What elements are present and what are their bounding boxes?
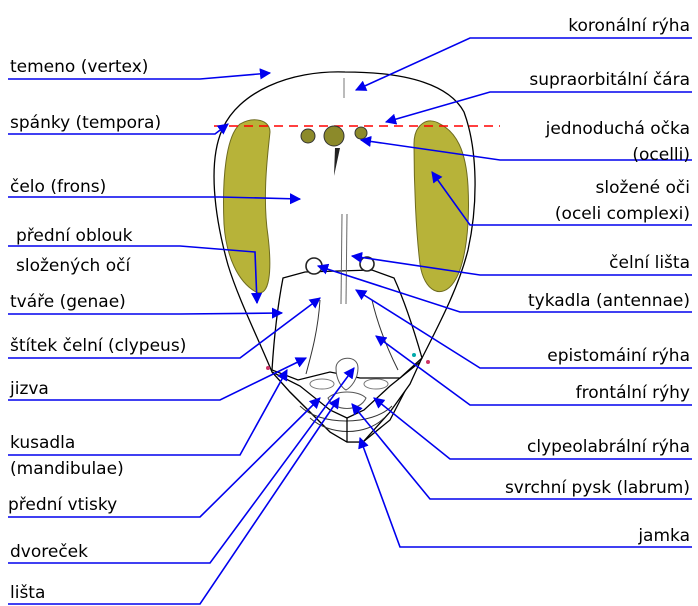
label-tykadla: tykadla (antennae) [528, 291, 690, 311]
label-celni-lista: čelní lišta [609, 253, 690, 273]
label-jamka: jamka [637, 526, 690, 546]
label-supraorbitalni: supraorbitální čára [529, 70, 690, 90]
right-ocellus [355, 127, 367, 139]
label-clypeolabralni: clypeolabrální rýha [527, 437, 690, 457]
label-dvorecek: dvoreček [10, 542, 88, 562]
label-ocka-1: jednoduchá očka [545, 119, 690, 139]
label-celo: čelo (frons) [10, 177, 106, 197]
label-jizva: jizva [9, 379, 49, 399]
left-ocellus [301, 129, 315, 143]
middle-ocellus [324, 126, 344, 146]
label-tvare: tváře (genae) [10, 292, 126, 312]
label-kusadla-1: kusadla [10, 433, 75, 453]
label-slozene-2: (oceli complexi) [555, 204, 690, 224]
label-lista: lišta [10, 583, 45, 603]
label-temeno: temeno (vertex) [10, 57, 148, 77]
label-slozene-1: složené oči [596, 178, 690, 198]
label-svrchni-pysk: svrchní pysk (labrum) [505, 478, 690, 498]
label-epistomaini: epistomáiní rýha [547, 346, 690, 366]
label-predni-vtisky: přední vtisky [8, 495, 117, 515]
label-predni-oblouk-2: složených očí [16, 256, 131, 276]
label-ocka-2: (ocelli) [632, 145, 690, 165]
label-kusadla-2: (mandibulae) [10, 459, 124, 479]
label-predni-oblouk-1: přední oblouk [16, 226, 133, 246]
label-koronalni: koronální rýha [568, 16, 690, 36]
label-spanky: spánky (tempora) [10, 113, 161, 133]
label-frontalni: frontální rýhy [576, 383, 690, 403]
label-stitek: štítek čelní (clypeus) [10, 336, 186, 356]
